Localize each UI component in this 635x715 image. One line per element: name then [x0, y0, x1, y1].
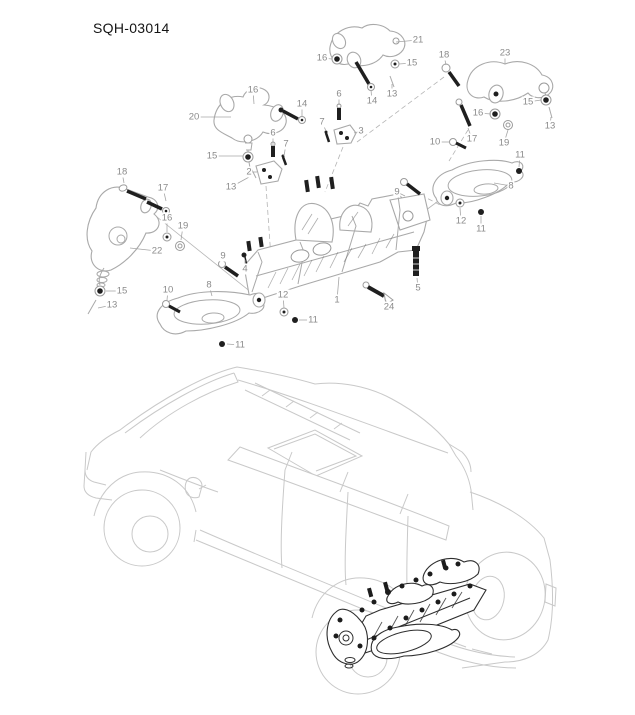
side-windows [227, 446, 450, 541]
nut-16-top [334, 56, 340, 62]
callout-17: 17 [465, 133, 479, 145]
bolt-11-right-b [478, 209, 484, 215]
callout-16: 16 [471, 107, 485, 119]
callout-12: 12 [454, 215, 468, 227]
callout-9: 9 [219, 250, 227, 262]
lower-arm-8-left-drawing [156, 291, 298, 347]
callout-24: 24 [382, 301, 396, 313]
stud-6-right [337, 108, 341, 120]
callout-11: 11 [307, 314, 319, 326]
callout-14: 14 [295, 98, 309, 110]
callout-13: 13 [105, 299, 119, 311]
callout-13: 13 [543, 120, 557, 132]
crossmember-hatching [267, 211, 395, 289]
callout-8: 8 [507, 180, 515, 192]
callout-12: 12 [276, 289, 290, 301]
callout-13: 13 [385, 88, 399, 100]
callout-10: 10 [161, 284, 175, 296]
callout-16: 16 [315, 52, 329, 64]
callout-7: 7 [318, 116, 326, 128]
bolt-11-right-a [516, 168, 522, 174]
front-wheel [103, 489, 181, 567]
callout-4: 4 [241, 263, 249, 275]
callout-3: 3 [357, 125, 365, 137]
bolt-14-top [354, 61, 371, 85]
callout-2: 2 [245, 166, 253, 178]
bracket-3-drawing [324, 103, 357, 145]
bolt-7-left [281, 156, 288, 166]
vehicle-illustration [83, 366, 557, 695]
lower-arm-8-right-drawing [432, 159, 524, 215]
callout-15: 15 [521, 96, 535, 108]
crossmember-1-drawing [218, 175, 431, 305]
upper-arm-21-drawing [329, 23, 406, 91]
bolt-17-left [146, 200, 163, 211]
nut-15-left [97, 288, 103, 294]
bolt-14-left [282, 109, 299, 121]
callout-18: 18 [115, 166, 129, 178]
bolt-18-right [447, 70, 461, 88]
callout-9: 9 [393, 186, 401, 198]
suspension-fasteners [333, 561, 473, 649]
callout-1: 1 [333, 294, 341, 306]
callout-23: 23 [498, 47, 512, 59]
callout-22: 22 [150, 245, 164, 257]
callout-11: 11 [234, 339, 246, 351]
callout-21: 21 [411, 34, 425, 46]
cotter-pin-13-left [87, 299, 97, 315]
callout-16: 16 [160, 212, 174, 224]
bolt-10-left [168, 304, 181, 314]
bolt-18-left [126, 189, 147, 201]
callout-11: 11 [514, 149, 526, 161]
taillight [544, 583, 557, 607]
callout-20: 20 [187, 111, 201, 123]
nut-16-right [492, 111, 498, 117]
cotter-pin-13-top [389, 75, 395, 88]
callout-17: 17 [156, 182, 170, 194]
callout-18: 18 [437, 49, 451, 61]
callout-14: 14 [365, 95, 379, 107]
callout-8: 8 [205, 279, 213, 291]
bracket-2-drawing [255, 141, 288, 185]
callout-11: 11 [475, 223, 487, 235]
upper-arm-23-drawing [441, 61, 554, 150]
side-mirror [184, 477, 203, 499]
callout-5: 5 [414, 282, 422, 294]
callout-16: 16 [246, 84, 260, 96]
stud-5 [412, 246, 420, 276]
bolt-17-right [459, 104, 472, 127]
callout-6: 6 [269, 127, 277, 139]
stud-6-left [271, 146, 275, 157]
rear-suspension-highlight [326, 557, 487, 669]
callout-15: 15 [205, 150, 219, 162]
callout-13: 13 [224, 181, 238, 193]
upper-arm-20-drawing [213, 87, 306, 179]
callout-10: 10 [428, 136, 442, 148]
nut-15 [245, 154, 251, 160]
bolt-11-left-a [219, 341, 225, 347]
callout-15: 15 [405, 57, 419, 69]
figure-code-title: SQH-03014 [93, 20, 170, 36]
bolt-7-right [324, 132, 331, 143]
callout-19: 19 [497, 137, 511, 149]
callout-6: 6 [335, 88, 343, 100]
nut-15-right [543, 97, 549, 103]
bolt-9-right [400, 178, 422, 196]
callout-7: 7 [282, 138, 290, 150]
sunroof [266, 429, 364, 477]
callout-15: 15 [115, 285, 129, 297]
bolt-10-right [455, 141, 467, 150]
callout-19: 19 [176, 220, 190, 232]
cotter-pin-13-right [548, 106, 553, 119]
bolt-11-left-b [292, 317, 298, 323]
